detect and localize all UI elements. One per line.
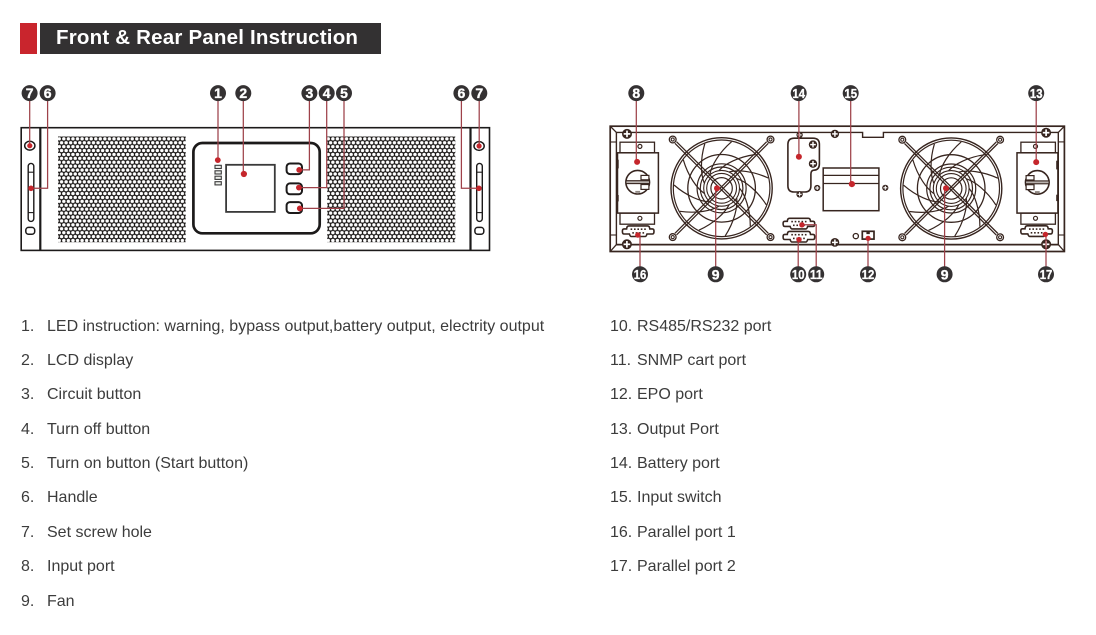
- svg-text:5: 5: [340, 85, 348, 101]
- svg-text:13: 13: [1030, 86, 1043, 101]
- svg-text:15: 15: [844, 86, 857, 101]
- svg-text:9: 9: [941, 266, 949, 282]
- svg-text:11: 11: [810, 267, 823, 282]
- svg-text:8: 8: [632, 85, 640, 101]
- svg-text:6: 6: [44, 85, 52, 101]
- svg-text:17: 17: [1040, 267, 1053, 282]
- svg-text:4: 4: [323, 85, 331, 101]
- svg-text:12: 12: [862, 267, 875, 282]
- svg-text:16: 16: [634, 267, 647, 282]
- svg-text:7: 7: [26, 85, 34, 101]
- svg-text:3: 3: [306, 85, 314, 101]
- svg-text:14: 14: [792, 86, 805, 101]
- svg-text:2: 2: [239, 85, 247, 101]
- svg-text:9: 9: [712, 266, 720, 282]
- svg-text:1: 1: [214, 85, 222, 101]
- svg-text:6: 6: [458, 85, 466, 101]
- svg-text:10: 10: [792, 267, 805, 282]
- svg-text:7: 7: [475, 85, 483, 101]
